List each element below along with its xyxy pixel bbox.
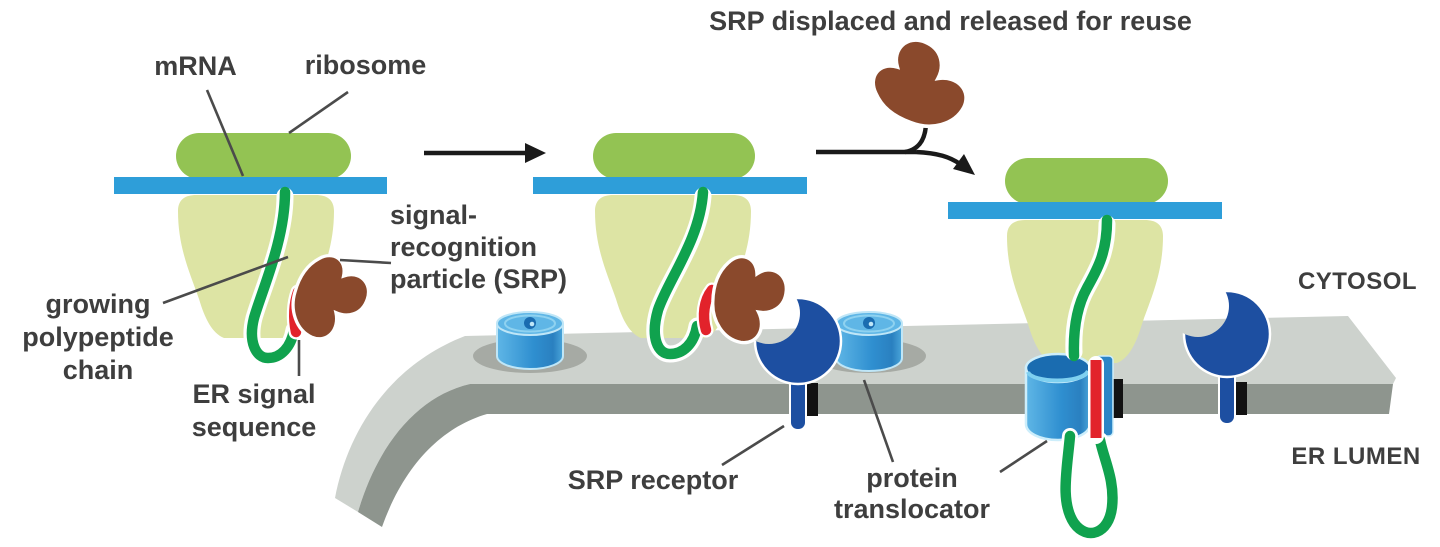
leader-mrna — [205, 89, 245, 177]
srp-particle — [291, 254, 371, 341]
mrna-strand — [533, 177, 807, 194]
srp-receptor-bound — [753, 296, 843, 431]
title-srp-released: SRP displaced and released for reuse — [709, 6, 1192, 36]
label-srp-receptor: SRP receptor — [567, 465, 739, 495]
label-srp: signal- recognition particle (SRP) — [390, 200, 568, 294]
leader-growing-chain — [162, 255, 289, 305]
leader-srp — [339, 258, 392, 265]
leader-translocator-1 — [862, 379, 895, 463]
label-ribosome: ribosome — [304, 50, 427, 80]
protein-translocator-docked — [1024, 352, 1123, 442]
srp-particle — [711, 255, 788, 345]
ribosome-small-subunit — [593, 133, 755, 179]
ribosome-small-subunit — [1005, 158, 1168, 204]
srp-particle-released — [871, 38, 968, 128]
leader-lines — [162, 89, 1048, 474]
label-growing-chain: growing polypeptide chain — [22, 289, 174, 385]
ribosome-complex-3 — [948, 158, 1222, 541]
label-er-signal: ER signal sequence — [191, 379, 317, 442]
ribosome-small-subunit — [176, 133, 351, 179]
ribosome-complex-2 — [533, 133, 807, 363]
label-cytosol: CYTOSOL — [1297, 268, 1418, 295]
label-protein-translocator: protein translocator — [833, 463, 991, 524]
protein-translocator-closed-middle — [835, 311, 903, 373]
label-er-lumen: ER LUMEN — [1291, 443, 1421, 470]
leader-srp-receptor — [721, 424, 785, 467]
er-membrane-top-surface — [335, 316, 1396, 512]
leader-ribosome — [288, 90, 349, 135]
mrna-strand — [948, 202, 1222, 219]
srp-receptor-free — [1182, 289, 1272, 425]
protein-translocator-closed-left — [496, 311, 564, 371]
mrna-strand — [114, 177, 387, 194]
leader-translocator-2 — [999, 439, 1048, 474]
label-mrna: mRNA — [154, 51, 237, 81]
ribosome-complex-1 — [114, 133, 387, 367]
step-arrow-icon — [424, 143, 546, 163]
